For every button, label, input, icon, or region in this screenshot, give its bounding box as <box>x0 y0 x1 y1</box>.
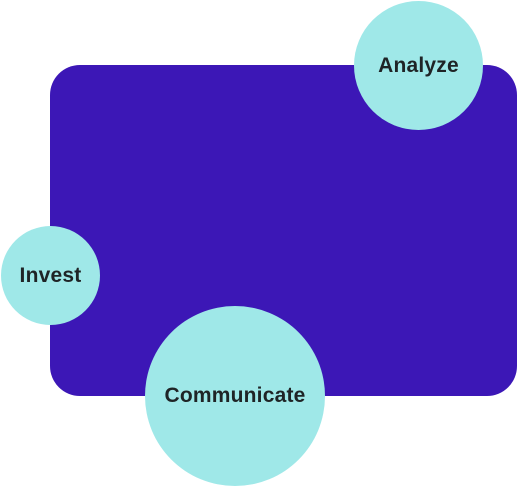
bubble-label-communicate: Communicate <box>164 384 306 407</box>
bubble-communicate: Communicate <box>145 306 325 486</box>
bubble-invest: Invest <box>1 226 100 325</box>
bubble-label-analyze: Analyze <box>378 53 459 77</box>
bubble-label-invest: Invest <box>19 263 82 287</box>
bubble-analyze: Analyze <box>354 1 483 130</box>
